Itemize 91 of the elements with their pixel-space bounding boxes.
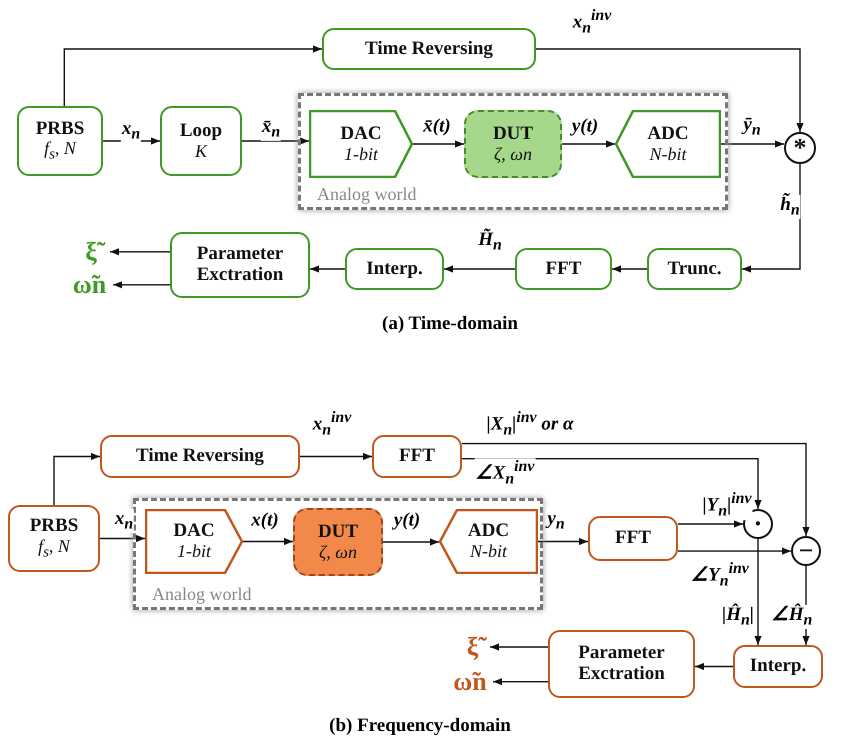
panel-caption: (b) Frequency-domain	[329, 715, 511, 737]
arrow	[462, 442, 810, 536]
converter-block	[309, 110, 413, 178]
edge-label: h̃$_{n}$	[779, 194, 801, 220]
edge-label: y(t)	[570, 116, 600, 138]
converter-block	[439, 509, 538, 574]
arrow	[490, 643, 548, 651]
block-title: Loop	[180, 120, 222, 142]
block-title: Trunc.	[667, 258, 722, 280]
arrow	[721, 140, 784, 148]
arrow	[242, 137, 309, 145]
process-block	[515, 248, 612, 290]
arrow	[300, 452, 372, 460]
block-title: Parameter Exctration	[577, 643, 666, 685]
block-parameter: 1-bit	[344, 144, 378, 164]
output-symbol: ξ̃	[72, 235, 110, 269]
arrow	[243, 538, 293, 546]
arrow	[310, 265, 345, 273]
region-label: Analog world	[152, 585, 252, 605]
edge-label: x$_{n}$	[114, 508, 134, 534]
block-parameter: f$_{s}$, N	[44, 139, 76, 164]
process-block	[372, 435, 462, 478]
block-parameter: f$_{s}$, N	[38, 536, 70, 561]
process-block	[548, 630, 695, 698]
arrow	[536, 48, 804, 132]
arrow	[538, 538, 588, 546]
block-title: Parameter Exctration	[196, 244, 284, 286]
converter-block	[615, 110, 721, 178]
arrow	[754, 539, 762, 645]
block-parameter: N-bit	[649, 144, 686, 164]
arrow	[110, 248, 170, 256]
edge-label: ∠Ĥ$_{n}$	[770, 604, 814, 630]
edge-label: y(t)	[392, 510, 422, 532]
process-block	[17, 106, 103, 176]
output-symbol: ξ̃	[455, 630, 490, 664]
arrow	[100, 534, 145, 542]
block-parameter: K	[194, 142, 207, 162]
block-title: Interp.	[366, 258, 423, 280]
block-title: PRBS	[30, 516, 78, 537]
arrow	[695, 662, 733, 670]
arrow	[493, 678, 548, 686]
block-title: Interp.	[750, 656, 806, 677]
analog-region	[133, 498, 543, 610]
process-block	[733, 645, 823, 688]
operator-circle: *	[784, 132, 816, 164]
edge-label: |Y$_{n}$|$^{inv}$	[701, 490, 753, 520]
block-title: Time Reversing	[136, 446, 264, 467]
block-title: DUT	[318, 522, 358, 543]
arrow	[383, 538, 439, 546]
output-symbol: ω̃n	[66, 270, 113, 300]
output-symbol: ω̃n	[447, 667, 493, 697]
panel-caption: (a) Time-domain	[382, 313, 518, 335]
block-parameter: ζ, ωn	[319, 542, 357, 562]
arrow	[562, 140, 615, 148]
block-title: ADC	[647, 124, 689, 145]
block-title: PRBS	[36, 118, 84, 140]
process-block	[588, 516, 678, 561]
block-title: Time Reversing	[365, 38, 493, 60]
block-title: FFT	[399, 446, 435, 467]
block-title: DAC	[340, 124, 382, 145]
process-block	[345, 248, 444, 290]
edge-label: x̄(t)	[422, 116, 452, 138]
block-parameter: N-bit	[470, 542, 507, 562]
device-block	[464, 110, 562, 178]
process-block	[160, 106, 242, 176]
converter-block	[145, 509, 243, 574]
device-block	[293, 508, 383, 576]
process-block	[8, 505, 100, 572]
block-title: ADC	[468, 521, 510, 542]
arrow	[53, 452, 100, 505]
arrow	[413, 140, 464, 148]
block-title: FFT	[546, 258, 582, 280]
block-parameter: 1-bit	[177, 542, 211, 562]
edge-label: x(t)	[250, 510, 280, 532]
region-label: Analog world	[317, 185, 416, 205]
arrow	[444, 265, 515, 273]
arrow	[678, 520, 743, 528]
analog-region	[298, 93, 728, 210]
block-title: FFT	[615, 528, 651, 549]
process-block	[170, 232, 310, 298]
block-title: DAC	[173, 521, 215, 542]
block-title: DUT	[492, 124, 534, 145]
arrow	[612, 265, 647, 273]
process-block	[322, 28, 536, 70]
arrow	[678, 548, 791, 555]
arrow	[113, 281, 170, 288]
arrow	[64, 45, 322, 106]
operator-circle: −	[791, 536, 821, 566]
block-parameter: ζ, ωn	[494, 144, 532, 164]
process-block	[647, 248, 742, 290]
process-block	[100, 435, 300, 478]
